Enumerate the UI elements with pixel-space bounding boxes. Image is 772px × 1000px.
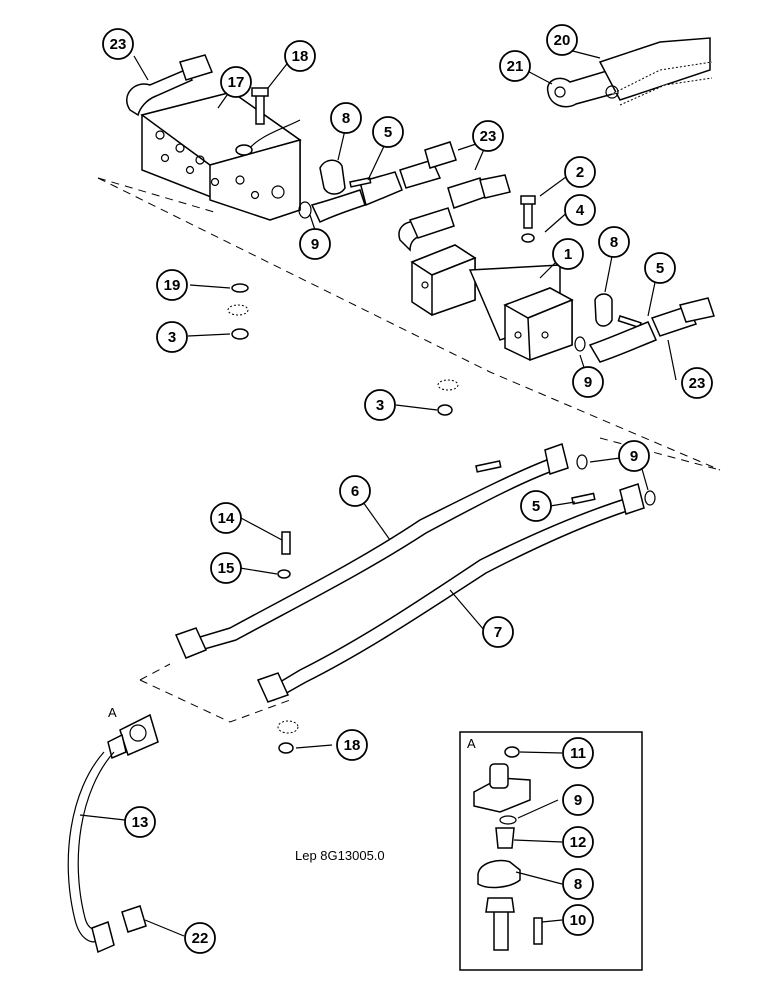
- linkage-arm: [546, 37, 713, 108]
- callout-9: 9: [299, 228, 331, 260]
- svg-text:3: 3: [376, 397, 384, 414]
- svg-text:3: 3: [168, 329, 176, 346]
- valve-block-assembly: [126, 54, 302, 221]
- leader-lines: [79, 47, 677, 937]
- svg-text:5: 5: [532, 498, 540, 515]
- callouts: 23 18 17 8 5 23 20 21 2 4 9 1 8 5 19 3 9…: [102, 24, 713, 954]
- svg-text:23: 23: [480, 128, 497, 145]
- callout-22: 22: [184, 922, 216, 954]
- nuts-washers: [227, 283, 459, 416]
- callout-5: 5: [372, 116, 404, 148]
- svg-text:1: 1: [564, 246, 572, 263]
- hose-assembly-a: [67, 713, 299, 954]
- callout-5: 5: [520, 490, 552, 522]
- callout-19: 19: [156, 269, 188, 301]
- svg-text:22: 22: [192, 930, 209, 947]
- svg-text:8: 8: [610, 234, 618, 251]
- inset-letter-a: A: [467, 736, 476, 751]
- svg-text:23: 23: [689, 375, 706, 392]
- inset-detail-a: [459, 731, 643, 971]
- callout-17: 17: [220, 66, 252, 98]
- svg-text:18: 18: [344, 737, 361, 754]
- callout-14: 14: [210, 502, 242, 534]
- drawing-reference: Lep 8G13005.0: [295, 848, 385, 863]
- callout-3: 3: [364, 389, 396, 421]
- svg-text:4: 4: [576, 202, 585, 219]
- callout-12: 12: [562, 826, 594, 858]
- inset-frame: [459, 731, 643, 971]
- svg-text:6: 6: [351, 483, 359, 500]
- callout-8: 8: [598, 226, 630, 258]
- svg-text:8: 8: [342, 110, 350, 127]
- svg-text:5: 5: [656, 260, 664, 277]
- callout-15: 15: [210, 552, 242, 584]
- svg-text:9: 9: [574, 792, 582, 809]
- callout-18: 18: [336, 729, 368, 761]
- callout-21: 21: [499, 50, 531, 82]
- svg-text:2: 2: [576, 164, 584, 181]
- callout-18: 18: [284, 40, 316, 72]
- valve-assembly-right: [398, 195, 574, 362]
- callout-2: 2: [564, 156, 596, 188]
- callout-23: 23: [472, 120, 504, 152]
- svg-text:23: 23: [110, 36, 127, 53]
- svg-text:8: 8: [574, 876, 582, 893]
- svg-text:17: 17: [228, 74, 245, 91]
- clamp-right: [574, 293, 715, 363]
- hose-upper: [298, 141, 511, 223]
- svg-text:14: 14: [218, 510, 235, 527]
- callout-4: 4: [564, 194, 596, 226]
- callout-1: 1: [552, 238, 584, 270]
- callout-13: 13: [124, 806, 156, 838]
- callout-10: 10: [562, 904, 594, 936]
- svg-text:11: 11: [570, 745, 586, 762]
- callout-5: 5: [644, 252, 676, 284]
- callout-8: 8: [330, 102, 362, 134]
- callout-9: 9: [562, 784, 594, 816]
- callout-8: 8: [562, 868, 594, 900]
- svg-text:12: 12: [570, 834, 587, 851]
- svg-text:18: 18: [292, 48, 309, 65]
- callout-11: 11: [562, 737, 594, 769]
- callout-9: 9: [572, 366, 604, 398]
- callout-23: 23: [102, 28, 134, 60]
- svg-text:13: 13: [132, 814, 149, 831]
- svg-text:7: 7: [494, 624, 502, 641]
- svg-text:5: 5: [384, 124, 392, 141]
- svg-text:9: 9: [630, 448, 638, 465]
- pipes: [174, 443, 656, 703]
- view-letter-a: A: [108, 705, 117, 720]
- svg-text:9: 9: [584, 374, 592, 391]
- svg-text:20: 20: [554, 32, 571, 49]
- clamp-upper: [319, 159, 372, 195]
- assembly-guide-lines: [97, 177, 721, 723]
- svg-text:15: 15: [218, 560, 235, 577]
- callout-3: 3: [156, 321, 188, 353]
- callout-20: 20: [546, 24, 578, 56]
- svg-text:9: 9: [311, 236, 319, 253]
- callout-7: 7: [482, 616, 514, 648]
- svg-text:10: 10: [570, 912, 587, 929]
- callout-6: 6: [339, 475, 371, 507]
- svg-text:19: 19: [164, 277, 181, 294]
- callout-9: 9: [618, 440, 650, 472]
- svg-text:21: 21: [507, 58, 524, 75]
- callout-23: 23: [681, 367, 713, 399]
